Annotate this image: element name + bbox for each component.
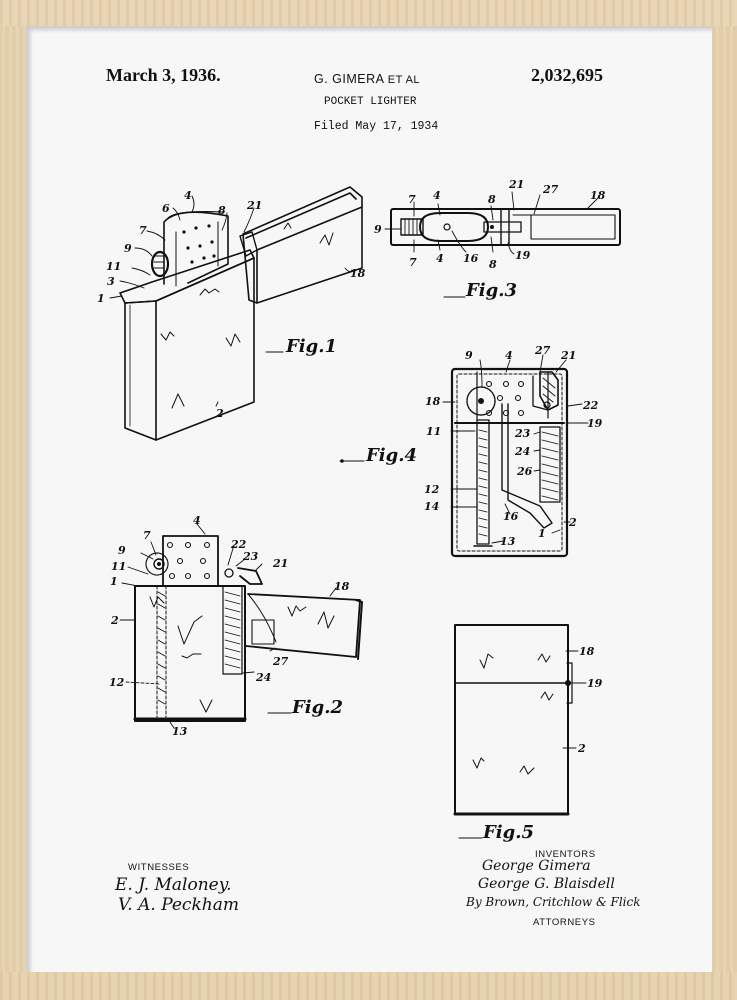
frame-top-edge: [0, 0, 737, 26]
figure-1-drawing: 4 6 7 8 9 11 3 1 21 18 2: [97, 186, 366, 441]
patent-number: 2,032,695: [531, 65, 603, 85]
svg-text:7: 7: [409, 256, 417, 269]
inventor-name: G. GIMERA: [314, 72, 384, 86]
svg-text:8: 8: [489, 258, 497, 271]
svg-text:21: 21: [508, 178, 524, 191]
svg-text:11: 11: [106, 260, 121, 273]
svg-text:1: 1: [110, 575, 118, 588]
svg-text:4: 4: [193, 514, 201, 527]
frame-bottom-edge: [0, 972, 737, 1000]
svg-text:27: 27: [272, 655, 289, 668]
svg-text:2: 2: [215, 407, 224, 420]
svg-text:21: 21: [272, 557, 288, 570]
svg-text:18: 18: [425, 395, 441, 408]
svg-text:14: 14: [424, 500, 439, 513]
svg-text:12: 12: [424, 483, 440, 496]
figure-4-drawing: 9 4 27 21 18 22 19 11 23 24 26 12 14 16 …: [339, 344, 603, 558]
svg-text:24: 24: [514, 445, 530, 458]
svg-text:1: 1: [97, 292, 105, 305]
inventors-label: INVENTORS: [535, 849, 596, 860]
et-al: ET AL: [387, 74, 421, 86]
svg-text:19: 19: [587, 677, 603, 690]
svg-text:19: 19: [587, 417, 603, 430]
svg-text:2: 2: [568, 516, 577, 529]
svg-text:7: 7: [408, 193, 416, 206]
svg-text:2: 2: [110, 614, 119, 627]
svg-text:22: 22: [230, 538, 247, 551]
svg-text:2: 2: [577, 742, 586, 755]
figure-1-label: Fig.1: [286, 336, 337, 357]
figure-5-label: Fig.5: [483, 822, 534, 843]
svg-text:18: 18: [579, 645, 595, 658]
svg-text:18: 18: [590, 189, 606, 202]
svg-text:7: 7: [139, 224, 147, 237]
svg-text:4: 4: [505, 349, 513, 362]
inventor-signature-2: George G. Blaisdell: [478, 876, 615, 892]
svg-text:22: 22: [582, 399, 599, 412]
figure-5-drawing: 18 19 2: [453, 624, 603, 839]
figure-3-label: Fig.3: [466, 280, 517, 301]
svg-text:9: 9: [118, 544, 126, 557]
svg-text:19: 19: [515, 249, 531, 262]
svg-text:9: 9: [465, 349, 473, 362]
svg-text:21: 21: [560, 349, 576, 362]
svg-text:8: 8: [218, 204, 226, 217]
patent-date: March 3, 1936.: [106, 65, 221, 85]
svg-text:11: 11: [111, 560, 126, 573]
figure-4-label: Fig.4: [366, 445, 417, 466]
svg-text:4: 4: [436, 252, 444, 265]
svg-text:27: 27: [534, 344, 551, 357]
svg-text:9: 9: [374, 223, 382, 236]
inventor-heading: G. GIMERA ET AL: [314, 72, 420, 86]
svg-text:4: 4: [433, 189, 441, 202]
svg-text:12: 12: [109, 676, 125, 689]
svg-text:21: 21: [246, 199, 262, 212]
witness-signature-1: E. J. Maloney.: [115, 875, 232, 895]
svg-text:23: 23: [242, 550, 259, 563]
svg-text:11: 11: [426, 425, 441, 438]
svg-text:24: 24: [255, 671, 271, 684]
svg-text:23: 23: [514, 427, 531, 440]
inventor-signature-1: George Gimera: [482, 858, 591, 874]
svg-text:26: 26: [516, 465, 533, 478]
filed-date: Filed May 17, 1934: [314, 120, 439, 133]
witness-signature-2: V. A. Peckham: [118, 895, 239, 915]
figure-2-label: Fig.2: [292, 697, 343, 718]
svg-text:4: 4: [184, 189, 192, 202]
svg-text:13: 13: [172, 725, 188, 738]
svg-text:16: 16: [463, 252, 479, 265]
svg-text:18: 18: [350, 267, 366, 280]
svg-text:13: 13: [500, 535, 516, 548]
svg-text:27: 27: [542, 183, 559, 196]
attorneys-signature: By Brown, Critchlow & Flick: [466, 895, 641, 909]
svg-text:6: 6: [162, 202, 170, 215]
patent-title: POCKET LIGHTER: [324, 96, 417, 108]
witnesses-label: WITNESSES: [128, 862, 190, 873]
figure-3-drawing: 9 7 7 4 4 16 8 8 21 27 18 19: [374, 178, 621, 298]
svg-text:8: 8: [488, 193, 496, 206]
svg-text:16: 16: [503, 510, 519, 523]
svg-text:9: 9: [124, 242, 132, 255]
svg-text:7: 7: [143, 529, 151, 542]
svg-text:1: 1: [538, 527, 546, 540]
svg-text:18: 18: [334, 580, 350, 593]
attorneys-label: ATTORNEYS: [533, 917, 596, 928]
figure-2-drawing: 7 4 9 22 11 23 21 1 18 2 27 12 24 13: [109, 514, 363, 738]
svg-text:3: 3: [107, 275, 115, 288]
patent-sheet: [26, 26, 712, 972]
